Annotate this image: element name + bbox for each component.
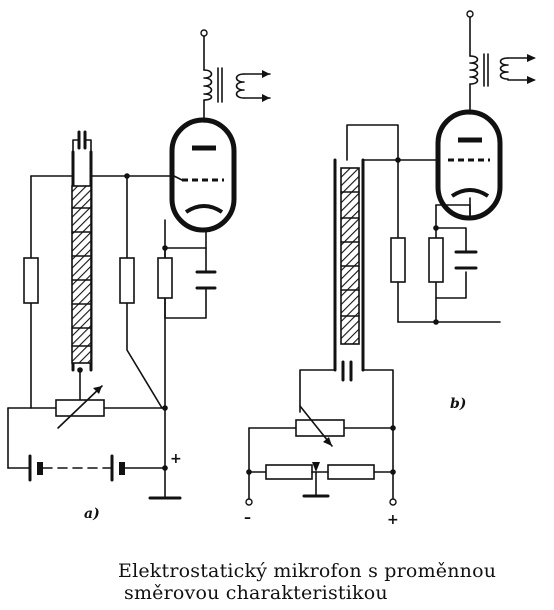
potentiometer-b <box>295 405 345 447</box>
vacuum-tube-b <box>435 109 503 221</box>
microphone-stack-b <box>333 158 365 372</box>
cathode-capacitor-b <box>454 250 478 270</box>
wiring-a <box>7 175 207 499</box>
plus-sign-a: + <box>170 451 182 467</box>
circuit-b: – + b) <box>244 10 536 528</box>
circuit-a: + a) <box>7 29 271 522</box>
top-capacitor-a <box>72 130 92 153</box>
terminal-plus-b <box>389 498 397 506</box>
balance-resistors-b <box>265 462 375 498</box>
terminal-minus-b <box>245 498 253 506</box>
bottom-capacitor-b <box>341 360 353 382</box>
plus-sign-b: + <box>387 512 399 528</box>
battery-a <box>28 454 125 482</box>
resistor-middle-a <box>119 257 135 304</box>
caption-line-2: směrovou charakteristikou <box>124 582 388 604</box>
microphone-stack-a <box>71 150 93 372</box>
caption-line-1: Elektrostatický mikrofon s proměnnou <box>118 560 497 582</box>
cathode-resistor-b <box>428 237 444 283</box>
label-a: a) <box>84 506 100 522</box>
resistor-left-a <box>23 257 39 304</box>
cathode-capacitor-a <box>195 270 217 290</box>
label-b: b) <box>450 396 466 412</box>
output-transformer-a <box>200 29 271 123</box>
minus-sign-b: – <box>244 510 251 526</box>
output-transformer-b <box>466 10 536 115</box>
cathode-resistor-a <box>157 257 173 299</box>
junctions-a <box>77 173 168 471</box>
resistor-left-b <box>390 237 406 283</box>
potentiometer-a <box>55 385 105 429</box>
vacuum-tube-a <box>169 117 237 233</box>
junctions-b <box>246 157 439 475</box>
